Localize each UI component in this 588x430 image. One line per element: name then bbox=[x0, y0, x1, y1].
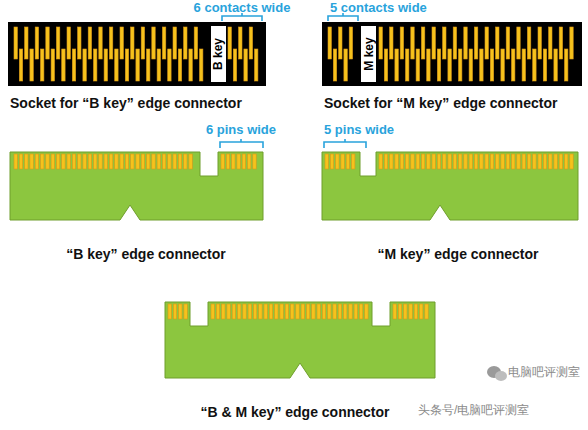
dimension-label: 5 pins wide bbox=[324, 123, 394, 138]
watermark: 头条号/电脑吧评测室 bbox=[418, 404, 529, 418]
caption-label: Socket for “B key” edge connector bbox=[10, 95, 242, 111]
caption-label: “B & M key” edge connector bbox=[200, 404, 389, 420]
key-label: M key bbox=[362, 37, 374, 70]
dimension-label: 5 contacts wide bbox=[330, 1, 427, 16]
bracket bbox=[220, 139, 263, 148]
caption-label: Socket for “M key” edge connector bbox=[324, 95, 557, 111]
watermark: 电脑吧评测室 bbox=[508, 366, 580, 380]
caption-label: “B key” edge connector bbox=[66, 246, 226, 262]
m-key-card bbox=[322, 152, 578, 220]
socket: B key bbox=[8, 22, 266, 86]
caption-label: “M key” edge connector bbox=[377, 246, 538, 262]
dimension-label: 6 pins wide bbox=[206, 123, 276, 138]
bm-key-card bbox=[165, 302, 435, 378]
dimension-label: 6 contacts wide bbox=[194, 1, 291, 16]
key-label: B key bbox=[213, 38, 225, 70]
b-key-card bbox=[10, 152, 263, 220]
socket-contacts bbox=[8, 22, 266, 86]
wechat-icon bbox=[487, 366, 507, 381]
socket: M key bbox=[322, 22, 582, 86]
bracket bbox=[324, 139, 366, 148]
